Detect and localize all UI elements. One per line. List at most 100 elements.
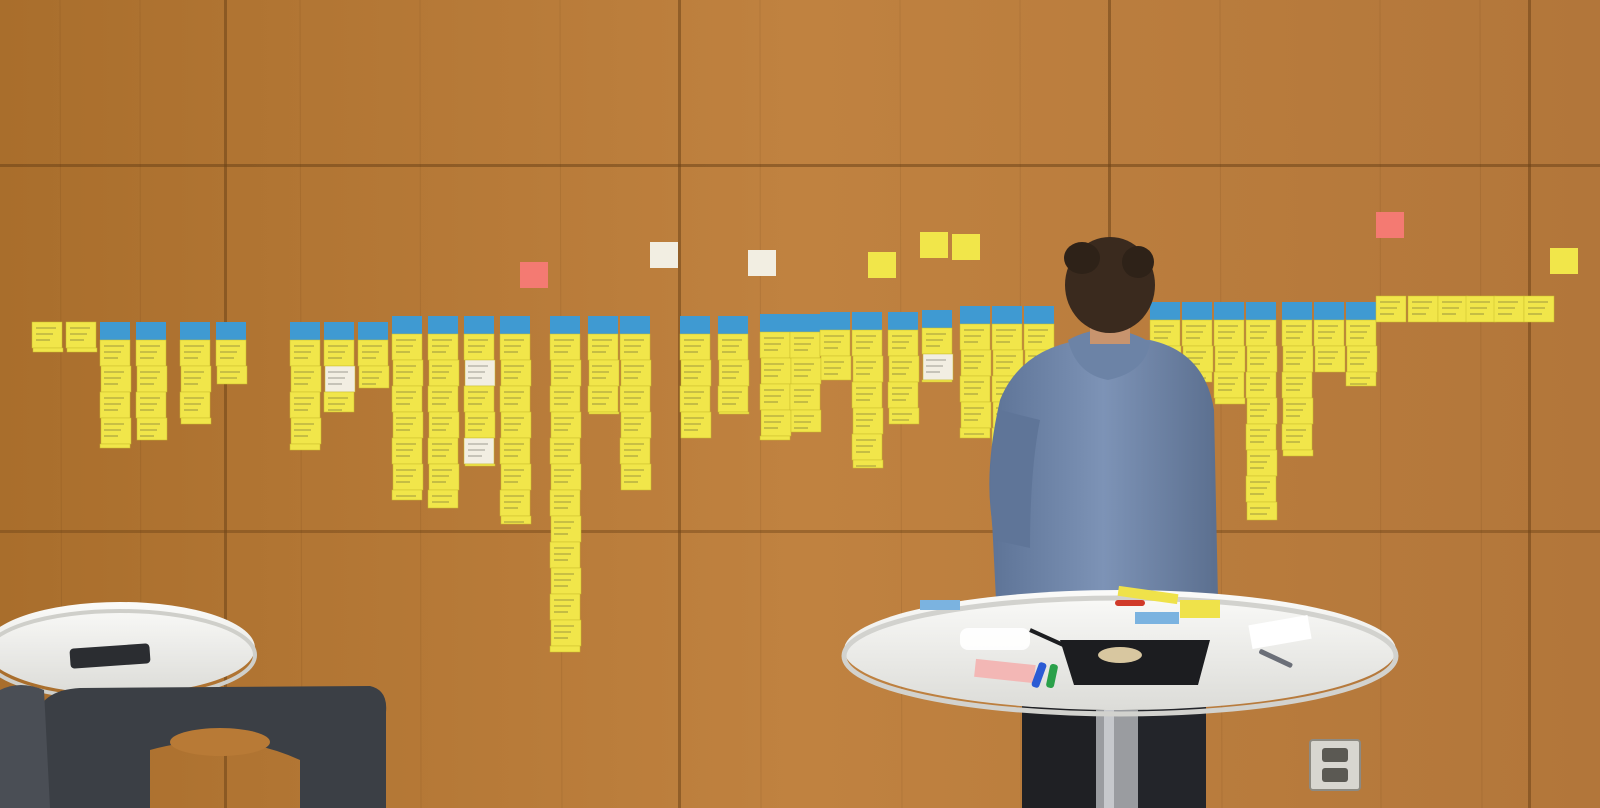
sticky-note-yellow <box>391 333 423 361</box>
sticky-note-blue <box>216 322 246 340</box>
sticky-note-yellow <box>100 365 132 393</box>
sticky-note-blue <box>922 310 952 328</box>
sticky-note-column <box>323 322 356 413</box>
sticky-note-yellow <box>718 411 750 415</box>
sticky-note-column <box>1245 302 1278 521</box>
sticky-note-yellow <box>290 365 322 393</box>
sticky-note-yellow <box>1245 319 1277 347</box>
standing-table <box>841 585 1399 808</box>
sticky-note-column <box>1313 302 1346 373</box>
sticky-note-yellow <box>65 321 97 349</box>
sticky-note-yellow <box>960 349 992 377</box>
sticky-note-yellow <box>851 381 883 409</box>
marker-green <box>1046 663 1058 689</box>
sticky-note-column <box>427 316 460 509</box>
sticky-note-yellow <box>499 437 531 465</box>
tray <box>1029 628 1210 685</box>
sticky-note-yellow <box>921 379 953 383</box>
sticky-note-column <box>1345 302 1378 387</box>
sticky-note-column <box>357 322 390 389</box>
sticky-note-blue <box>1346 302 1376 320</box>
person <box>989 237 1218 808</box>
sticky-note-yellow <box>499 333 531 361</box>
sticky-note-yellow <box>549 437 581 465</box>
sticky-note-yellow <box>464 411 496 439</box>
sticky-note-yellow <box>1493 295 1525 323</box>
sticky-note-column <box>179 322 212 425</box>
sticky-note-yellow <box>500 515 532 525</box>
sticky-note-blue <box>1282 302 1312 320</box>
sticky-note-yellow <box>760 409 792 437</box>
sticky-note-yellow <box>760 357 792 385</box>
sticky-note-yellow <box>680 411 712 439</box>
sticky-note-blue <box>620 316 650 334</box>
sticky-note-yellow <box>888 407 920 425</box>
left-table <box>0 602 257 701</box>
sticky-note-yellow <box>1523 295 1555 323</box>
sticky-note-yellow <box>549 385 581 413</box>
sticky-note-blue <box>100 322 130 340</box>
sticky-note-single <box>1550 248 1578 274</box>
sticky-note-yellow <box>1281 423 1313 451</box>
sticky-note-column <box>587 316 620 415</box>
sticky-note-yellow <box>549 593 581 621</box>
marker-blue <box>1031 662 1047 688</box>
sticky-note-yellow <box>135 339 167 367</box>
sticky-note-blue <box>588 316 618 334</box>
sticky-note-single <box>748 250 776 276</box>
sticky-note-yellow <box>1282 345 1314 373</box>
sticky-note-yellow <box>588 411 620 415</box>
sticky-note-yellow <box>852 459 884 469</box>
sticky-note-yellow <box>1245 475 1277 503</box>
sticky-note-yellow <box>679 333 711 361</box>
sticky-note-blue <box>992 306 1022 324</box>
sticky-note-column <box>1437 295 1469 323</box>
sticky-note-yellow <box>550 567 582 595</box>
sticky-note-single <box>520 262 548 288</box>
sticky-note-yellow <box>588 359 620 387</box>
sticky-note-blue <box>680 316 710 334</box>
sticky-note-column <box>65 321 98 353</box>
sticky-note-yellow <box>180 417 212 425</box>
sticky-note-blue <box>820 312 850 330</box>
sticky-note-yellow <box>852 355 884 383</box>
sticky-note-yellow <box>789 383 821 411</box>
tissue <box>960 628 1030 650</box>
chair <box>0 685 387 808</box>
sticky-note-column <box>789 314 822 433</box>
sticky-note-yellow <box>289 391 321 419</box>
sticky-note-yellow <box>31 321 63 349</box>
sticky-note-yellow <box>550 411 582 439</box>
sticky-note-yellow <box>549 333 581 361</box>
sticky-note-yellow <box>66 347 98 353</box>
sticky-note-blue <box>290 322 320 340</box>
pad-blue <box>920 600 960 610</box>
sticky-note-column <box>1523 295 1555 323</box>
sticky-note-column <box>717 316 750 415</box>
sticky-note-yellow <box>549 489 581 517</box>
sticky-note-yellow <box>852 407 884 435</box>
sticky-note-yellow <box>100 417 132 445</box>
sticky-note-yellow <box>136 417 168 441</box>
sticky-note-yellow <box>135 391 167 419</box>
sticky-note-column <box>959 306 992 439</box>
sticky-note-yellow <box>619 333 651 361</box>
sticky-note-yellow <box>290 417 322 445</box>
sticky-note-yellow <box>215 339 247 367</box>
sticky-note-blue <box>500 316 530 334</box>
sticky-note-yellow <box>358 365 390 389</box>
sticky-note-column <box>921 310 954 383</box>
sticky-note-yellow <box>759 383 791 411</box>
sticky-note-yellow <box>1281 371 1313 399</box>
sticky-note-single <box>650 242 678 268</box>
sticky-note-yellow <box>99 443 131 449</box>
sticky-note-blue <box>1024 306 1054 324</box>
sticky-note-yellow <box>1314 345 1346 373</box>
sticky-note-yellow <box>550 463 582 491</box>
sticky-note-yellow <box>216 365 248 385</box>
sticky-note-yellow <box>851 329 883 357</box>
sticky-note-column <box>619 316 652 491</box>
sticky-note-yellow <box>790 409 822 433</box>
sticky-note-yellow <box>888 355 920 383</box>
sticky-note-yellow <box>550 515 582 543</box>
